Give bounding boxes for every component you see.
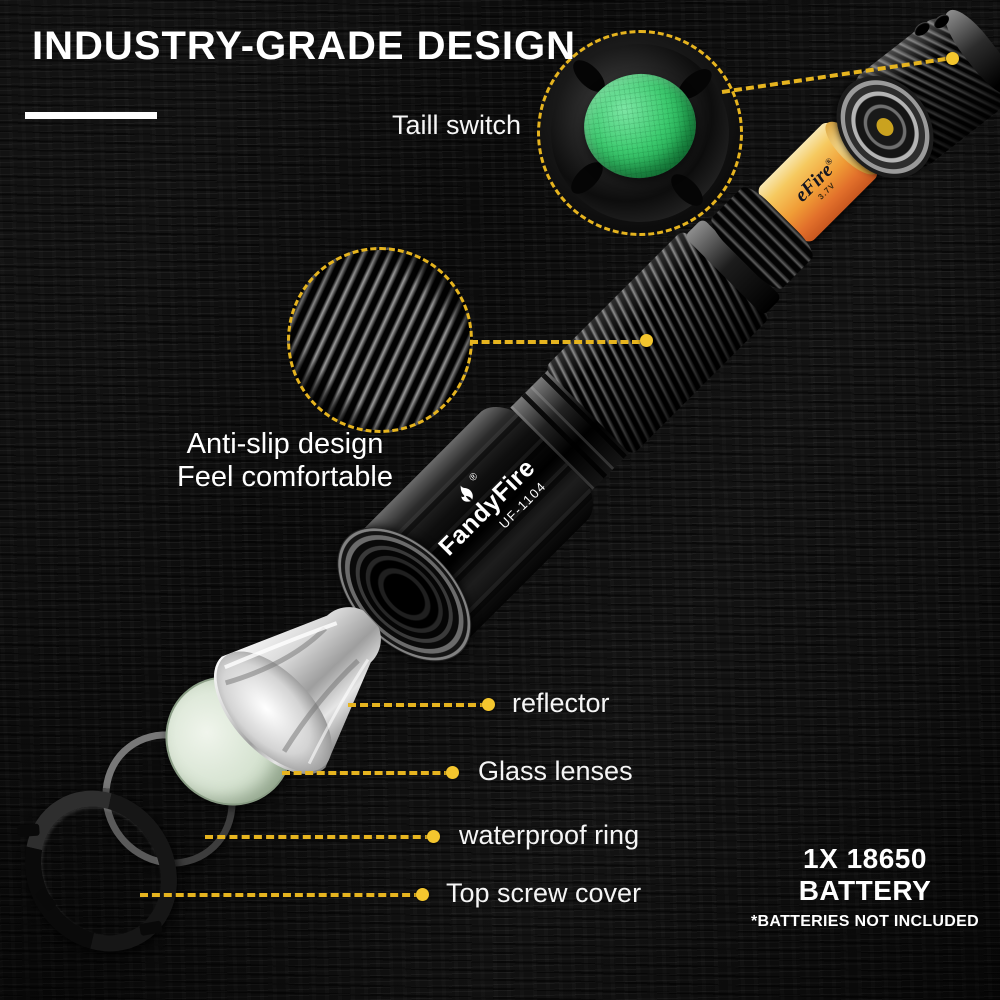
boot-notch [665,168,709,212]
screw-cover-notch [34,887,58,912]
battery-note: 1X 18650 BATTERY *BATTERIES NOT INCLUDED [735,843,995,931]
waterproof-ring-callout-dot [427,830,440,843]
battery-brand-text: eFire® [790,155,838,207]
reflector-callout-dot [482,698,495,711]
top-screw-cover-callout-line [140,893,422,897]
battery-note-disclaimer: *BATTERIES NOT INCLUDED [751,913,979,930]
title-underline [25,112,157,119]
page-title: INDUSTRY-GRADE DESIGN [32,24,577,68]
glass-lens-callout-dot [446,766,459,779]
anti-slip-callout-line [470,340,640,344]
tail-switch-callout-dot [946,52,959,65]
tail-switch-zoom-circle [537,30,743,236]
anti-slip-zoom-circle [287,247,473,433]
brand-logo: ® FandyFire UF-1104 [379,399,593,613]
battery-note-heading: 1X 18650 BATTERY [798,843,932,906]
top-screw-cover-callout-dot [416,888,429,901]
screw-cover-notch [139,920,163,937]
reflector-callout-line [348,703,488,707]
waterproof-ring-callout-line [205,835,433,839]
glass-lens-label: Glass lenses [478,756,633,786]
anti-slip-callout-dot [640,334,653,347]
screw-cover-notch [17,823,40,838]
anti-slip-label: Anti-slip design Feel comfortable [177,428,393,493]
reflector-part [213,607,381,775]
waterproof-ring-label: waterproof ring [459,820,640,850]
reflector-label: reflector [512,688,610,718]
tail-switch-label: Taill switch [392,110,522,140]
top-screw-cover-label: Top screw cover [446,878,642,908]
glass-lens-callout-line [282,771,452,775]
flame-icon [460,485,474,502]
flashlight-body: ® FandyFire UF-1104 eFire® 3.7V [312,114,886,687]
tail-switch-rubber-boot [551,44,729,222]
